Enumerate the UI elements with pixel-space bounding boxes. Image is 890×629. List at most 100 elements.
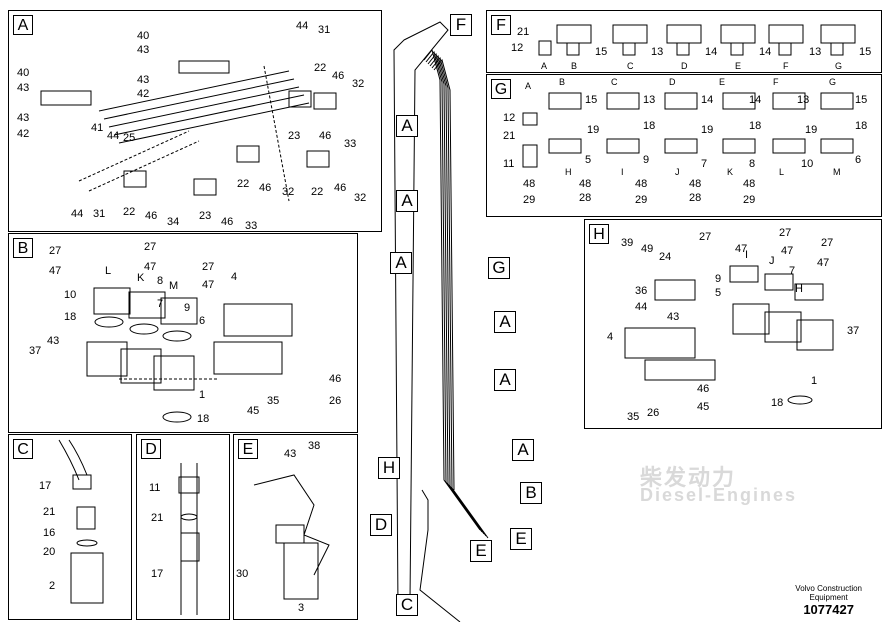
- svg-text:19: 19: [587, 124, 599, 136]
- svg-text:21: 21: [503, 130, 515, 142]
- svg-text:47: 47: [202, 279, 214, 291]
- svg-text:14: 14: [705, 46, 717, 58]
- svg-text:43: 43: [17, 112, 29, 124]
- svg-text:28: 28: [689, 192, 701, 204]
- svg-text:22: 22: [311, 186, 323, 198]
- svg-text:3: 3: [298, 602, 304, 614]
- panel-tag: A: [13, 15, 33, 35]
- footer-brand-line2: Equipment: [809, 593, 848, 602]
- svg-text:6: 6: [855, 154, 861, 166]
- svg-text:42: 42: [137, 88, 149, 100]
- panel-d: D 11 21 17: [136, 434, 230, 620]
- svg-text:29: 29: [635, 194, 647, 206]
- svg-text:23: 23: [199, 210, 211, 222]
- drawing-number: 1077427: [803, 602, 854, 617]
- svg-text:16: 16: [43, 527, 55, 539]
- footer: Volvo Construction Equipment 1077427: [795, 584, 862, 617]
- panel-tag: D: [141, 439, 161, 459]
- svg-text:8: 8: [749, 158, 755, 170]
- svg-text:E: E: [735, 61, 741, 71]
- svg-text:9: 9: [715, 273, 721, 285]
- watermark: 柴发动力: [640, 465, 737, 490]
- callout-a: A: [396, 190, 418, 212]
- svg-text:44: 44: [107, 130, 119, 142]
- svg-text:27: 27: [779, 227, 791, 239]
- svg-text:35: 35: [267, 395, 279, 407]
- panel-b-drawing: 27 47 27 47 27 47 L K M 10 8 7 18 9 6 4 …: [29, 241, 341, 425]
- callout-e: E: [510, 528, 532, 550]
- svg-text:13: 13: [651, 46, 663, 58]
- callout-a: A: [512, 439, 534, 461]
- svg-text:7: 7: [701, 158, 707, 170]
- svg-text:19: 19: [701, 124, 713, 136]
- svg-text:H: H: [565, 167, 572, 177]
- svg-text:D: D: [669, 77, 676, 87]
- svg-text:14: 14: [759, 46, 771, 58]
- svg-text:48: 48: [743, 178, 755, 190]
- svg-text:46: 46: [332, 70, 344, 82]
- svg-text:38: 38: [308, 440, 320, 452]
- svg-text:45: 45: [697, 401, 709, 413]
- svg-text:4: 4: [231, 271, 237, 283]
- svg-text:9: 9: [184, 302, 190, 314]
- svg-text:M: M: [833, 167, 841, 177]
- callout-h: H: [378, 457, 400, 479]
- svg-text:24: 24: [659, 251, 671, 263]
- callout-a: A: [396, 115, 418, 137]
- panel-a: A 40 43 44 31 43 42 22: [8, 10, 382, 232]
- panel-tag: H: [589, 224, 609, 244]
- svg-text:43: 43: [667, 311, 679, 323]
- svg-text:31: 31: [318, 24, 330, 36]
- svg-text:J: J: [675, 167, 680, 177]
- svg-text:45: 45: [247, 405, 259, 417]
- svg-text:27: 27: [49, 245, 61, 257]
- svg-text:13: 13: [809, 46, 821, 58]
- svg-text:44: 44: [296, 20, 308, 32]
- svg-text:47: 47: [49, 265, 61, 277]
- svg-text:H: H: [795, 283, 803, 295]
- svg-text:46: 46: [145, 210, 157, 222]
- panel-c: C 17 21 16 20 2: [8, 434, 132, 620]
- svg-text:40: 40: [137, 30, 149, 42]
- svg-text:42: 42: [17, 128, 29, 140]
- svg-text:43: 43: [47, 335, 59, 347]
- svg-text:7: 7: [157, 298, 163, 310]
- svg-text:21: 21: [517, 26, 529, 38]
- svg-text:48: 48: [635, 178, 647, 190]
- callout-g: G: [488, 257, 510, 279]
- svg-text:8: 8: [157, 275, 163, 287]
- panel-d-drawing: 11 21 17: [149, 463, 200, 615]
- svg-text:F: F: [773, 77, 779, 87]
- callout-c: C: [396, 594, 418, 616]
- svg-text:43: 43: [17, 82, 29, 94]
- svg-text:32: 32: [354, 192, 366, 204]
- panel-c-drawing: 17 21 16 20 2: [39, 439, 104, 604]
- svg-text:22: 22: [237, 178, 249, 190]
- svg-text:J: J: [769, 255, 775, 267]
- svg-text:46: 46: [329, 373, 341, 385]
- panel-tag: C: [13, 439, 33, 459]
- svg-text:47: 47: [817, 257, 829, 269]
- panel-tag: G: [491, 79, 511, 99]
- svg-text:22: 22: [314, 62, 326, 74]
- callout-b: B: [520, 482, 542, 504]
- svg-text:29: 29: [523, 194, 535, 206]
- callout-f: F: [450, 14, 472, 36]
- panel-b: B 27 47 27 47 27 47 L K M 10: [8, 233, 358, 433]
- svg-text:10: 10: [801, 158, 813, 170]
- svg-text:2: 2: [49, 580, 55, 592]
- svg-text:11: 11: [149, 482, 160, 494]
- svg-text:15: 15: [855, 94, 867, 106]
- svg-text:I: I: [745, 249, 748, 261]
- svg-text:L: L: [779, 167, 784, 177]
- svg-text:46: 46: [259, 182, 271, 194]
- svg-text:15: 15: [595, 46, 607, 58]
- svg-text:48: 48: [689, 178, 701, 190]
- svg-text:44: 44: [71, 208, 83, 220]
- svg-text:6: 6: [199, 315, 205, 327]
- panel-e-drawing: 43 38 30 3: [236, 440, 330, 614]
- svg-text:23: 23: [288, 130, 300, 142]
- svg-text:29: 29: [743, 194, 755, 206]
- callout-a: A: [494, 311, 516, 333]
- svg-text:40: 40: [17, 67, 29, 79]
